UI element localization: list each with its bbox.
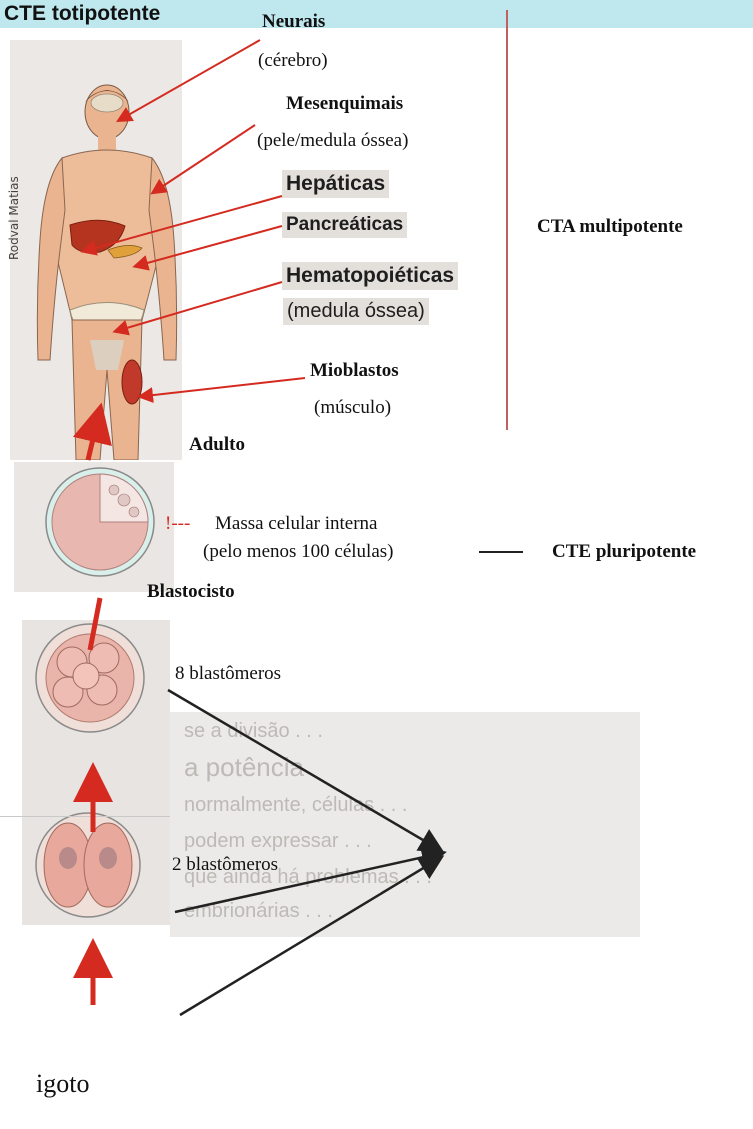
- pointer-hematopoieticas: [120, 282, 282, 330]
- pointer-mesenquimais: [157, 125, 255, 190]
- arrow-2-to-totipotente: [175, 853, 442, 912]
- arrow-8-to-totipotente: [168, 690, 440, 850]
- pointer-hepaticas: [88, 196, 282, 250]
- arrow-blastocyst-to-adult: [88, 422, 97, 460]
- pointer-neurais: [123, 40, 260, 118]
- pointer-pancreaticas: [140, 226, 282, 265]
- arrow-morula-to-blastocyst: [90, 598, 100, 650]
- pointer-mioblastos: [145, 378, 305, 396]
